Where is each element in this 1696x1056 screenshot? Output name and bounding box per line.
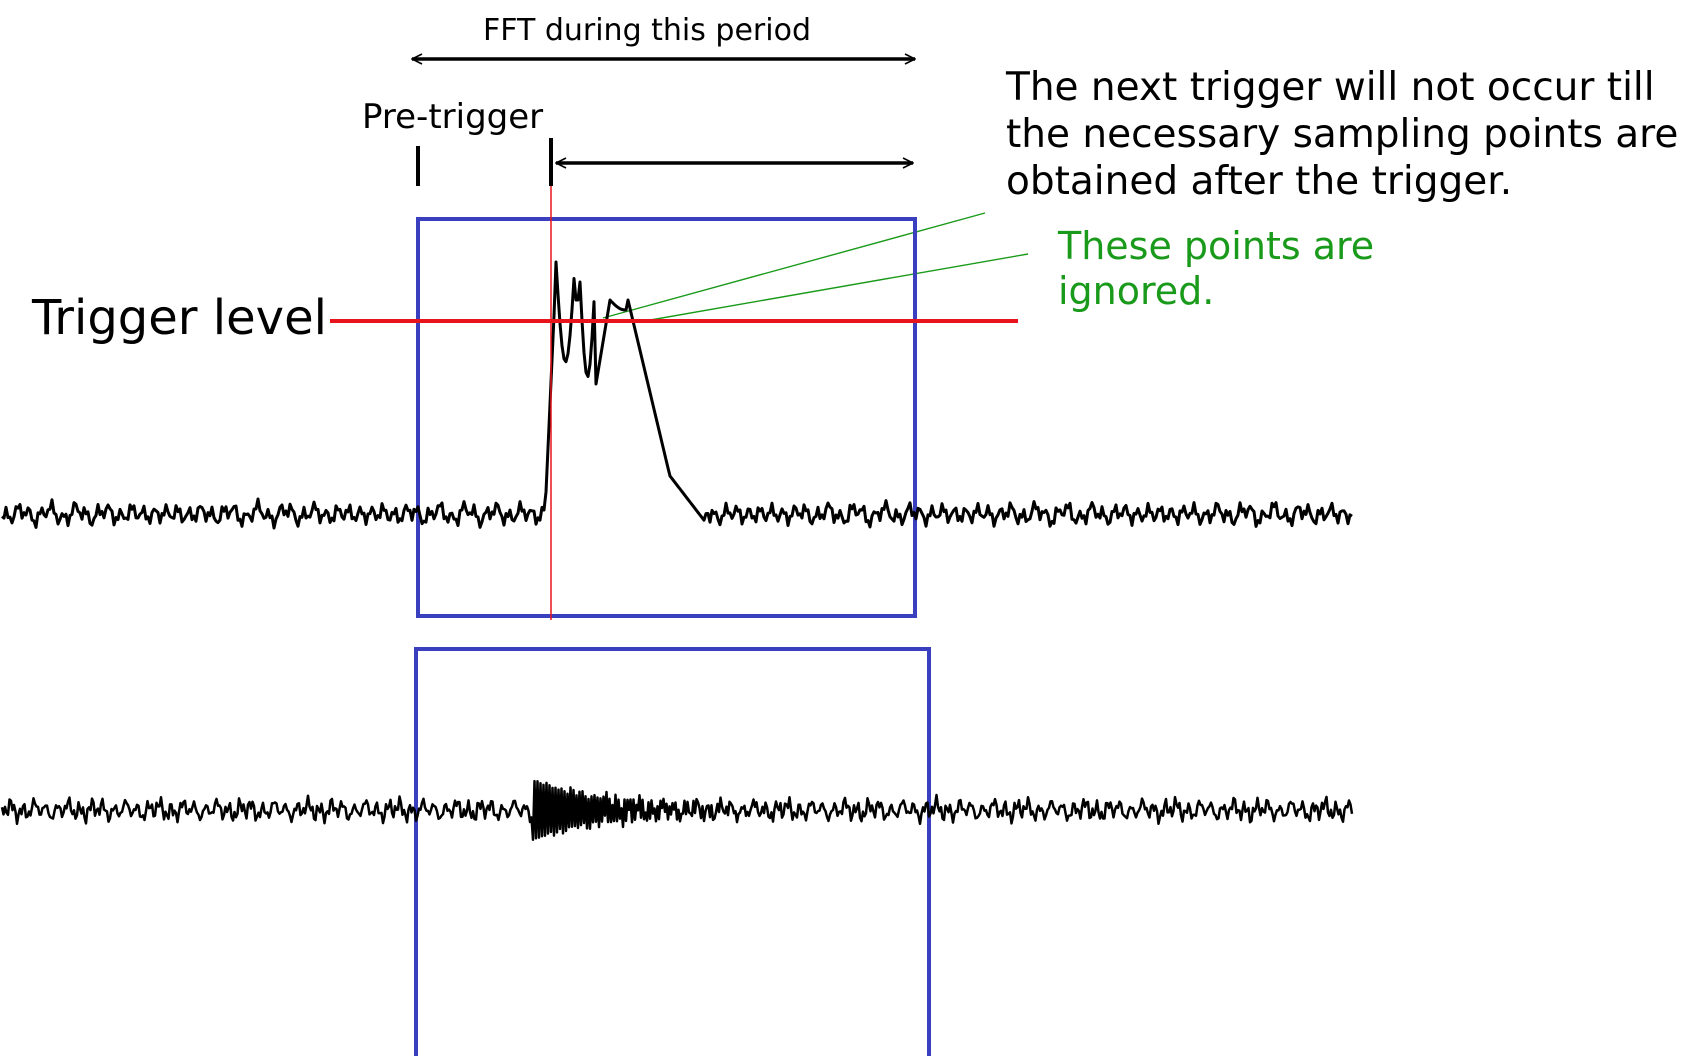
lower-fft-window bbox=[414, 647, 931, 1056]
ignored-points-text-line1: These points are bbox=[1057, 224, 1374, 268]
pre-trigger-label: Pre-trigger bbox=[362, 97, 543, 137]
ignored-points-text-line2: ignored. bbox=[1058, 269, 1214, 313]
next-trigger-text-line3: obtained after the trigger. bbox=[1006, 159, 1512, 204]
next-trigger-text-line1: The next trigger will not occur till bbox=[1005, 65, 1655, 110]
next-trigger-text-line2: the necessary sampling points are bbox=[1006, 112, 1678, 157]
upper-fft-window bbox=[416, 217, 917, 618]
trigger-level-label: Trigger level bbox=[31, 290, 327, 346]
lower-signal-waveform bbox=[0, 779, 1354, 841]
ignored-pointer-line-1 bbox=[602, 212, 986, 319]
ignored-pointer-line-2 bbox=[638, 253, 1029, 323]
fft-period-label: FFT during this period bbox=[483, 13, 811, 48]
upper-signal-waveform bbox=[1, 260, 1353, 530]
